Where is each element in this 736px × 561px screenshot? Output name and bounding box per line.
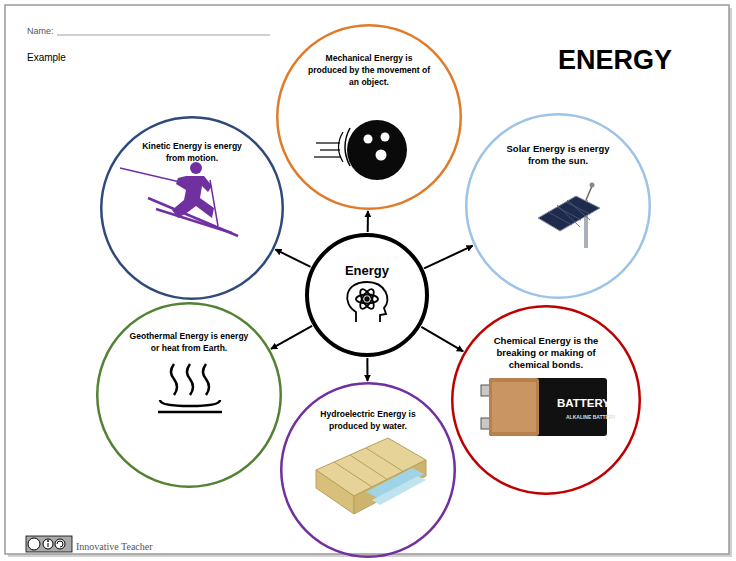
node-text: Kinetic Energy is energy from motion. — [133, 140, 251, 164]
node-text: Energy — [322, 263, 412, 279]
energy-circle: Chemical Energy is the breaking or makin… — [451, 305, 641, 495]
arrow-connector — [367, 211, 369, 232]
steam-symbol — [158, 364, 222, 412]
arrow-connector — [275, 249, 310, 267]
energy-circle: Geothermal Energy is energy or heat from… — [96, 302, 282, 488]
hydro-dam — [316, 438, 426, 514]
node-text: Hydroelectric Energy is produced by wate… — [309, 408, 427, 432]
name-underline — [57, 35, 270, 36]
node-text: Mechanical Energy is produced by the mov… — [305, 52, 433, 88]
arrow-connector — [366, 358, 368, 381]
skier — [120, 162, 238, 236]
circle-outline — [305, 233, 429, 357]
circle-outline — [96, 302, 282, 488]
circle-outline — [451, 305, 641, 495]
circle-outline — [465, 113, 651, 299]
name-field: Name: — [27, 26, 54, 36]
battery-text: BATTERY — [557, 397, 610, 409]
cc-badge — [26, 536, 72, 552]
energy-circle: Hydroelectric Energy is produced by wate… — [280, 382, 456, 558]
atom-head-icon — [347, 282, 387, 322]
arrow-connector — [421, 327, 463, 352]
battery-subtext: ALKALINE BATTERY — [566, 414, 616, 420]
node-text: Solar Energy is energy from the sun. — [497, 143, 619, 167]
bowling-ball — [314, 120, 407, 180]
node-text: Geothermal Energy is energy or heat from… — [127, 330, 251, 354]
arrow-connector — [271, 326, 312, 349]
node-text: Chemical Energy is the breaking or makin… — [483, 335, 609, 371]
circle-outline — [276, 24, 462, 210]
circle-outline — [280, 382, 456, 558]
page-title: ENERGY — [558, 45, 672, 76]
credit-text: Innovative Teacher — [76, 541, 153, 552]
solar-panel — [538, 183, 600, 249]
arrow-connector — [424, 246, 473, 269]
page-border — [5, 5, 729, 554]
example-note: Example — [27, 52, 66, 63]
energy-circle: Kinetic Energy is energy from motion. — [100, 116, 284, 300]
energy-circle: Mechanical Energy is produced by the mov… — [276, 24, 462, 210]
energy-circle: Energy — [305, 233, 429, 357]
energy-circle: Solar Energy is energy from the sun. — [465, 113, 651, 299]
